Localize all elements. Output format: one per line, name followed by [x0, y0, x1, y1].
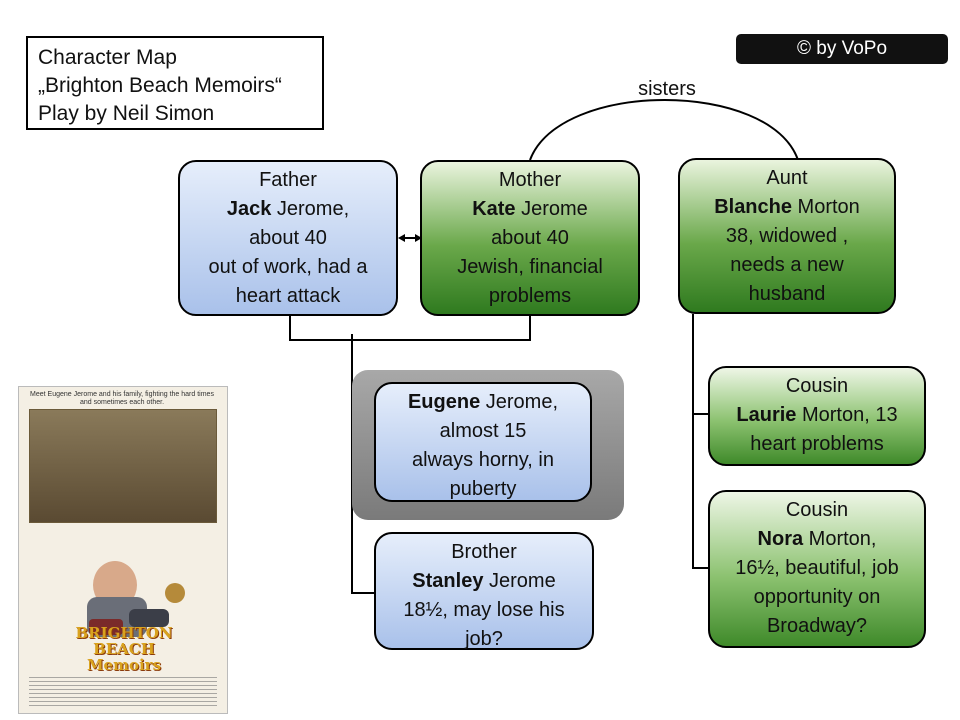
poster-tagline: Meet Eugene Jerome and his family, fight… [30, 391, 214, 406]
family-photo [29, 409, 217, 523]
role-label: Cousin [785, 375, 849, 397]
detail-line: Broadway? [766, 615, 868, 637]
sisters-arc [529, 99, 799, 161]
detail-line: always horny, in [412, 449, 554, 471]
detail-line: husband [748, 283, 826, 305]
role-label: Father [259, 169, 317, 191]
detail-line: puberty [449, 478, 517, 500]
title-line-2: „Brighton Beach Memoirs“ [38, 74, 282, 97]
title-box: Character Map „Brighton Beach Memoirs“ P… [26, 36, 324, 130]
title-line-1: Character Map [38, 46, 177, 69]
copyright-badge: © by VoPo [736, 34, 948, 64]
parents-link [289, 316, 531, 341]
spouse-arrow-right [415, 234, 422, 242]
character-name: Blanche [714, 196, 792, 218]
role-label: Aunt [766, 167, 808, 189]
detail-line: opportunity on [753, 586, 881, 608]
detail-line: needs a new [730, 254, 844, 276]
detail-line: about 40 [491, 227, 569, 249]
character-name: Nora [757, 528, 804, 550]
detail-line: about 40 [249, 227, 327, 249]
spouse-arrow-left [398, 234, 405, 242]
card-father-jack: Father Jack Jerome, about 40 out of work… [178, 160, 398, 316]
card-brother-stanley: Brother Stanley Jerome 18½, may lose his… [374, 532, 594, 650]
sisters-label: sisters [638, 78, 696, 100]
card-aunt-blanche: Aunt Blanche Morton 38, widowed , needs … [678, 158, 896, 314]
character-surname: Morton, 13 [796, 404, 898, 426]
title-line-3: Play by Neil Simon [38, 102, 215, 125]
character-surname: Morton, [803, 528, 877, 550]
role-label: Mother [498, 169, 562, 191]
detail-line: almost 15 [439, 420, 527, 442]
character-name: Stanley [412, 570, 484, 592]
detail-line: Jewish, financial [457, 256, 603, 278]
poster-logo-line-1: BRIGHTON BEACH [75, 624, 173, 658]
poster-credits-block [29, 677, 217, 707]
detail-line: 38, widowed , [725, 225, 849, 247]
card-cousin-nora: Cousin Nora Morton, 16½, beautiful, job … [708, 490, 926, 648]
poster-figure-illustration [87, 561, 185, 637]
detail-line: heart attack [235, 285, 341, 307]
role-label: Brother [451, 541, 517, 563]
character-name: Laurie [736, 404, 797, 426]
character-surname: Jerome, [480, 391, 559, 413]
detail-line: problems [488, 285, 572, 307]
character-surname: Jerome [515, 198, 588, 220]
character-name: Eugene [407, 391, 481, 413]
detail-line: 16½, beautiful, job [735, 557, 899, 579]
card-mother-kate: Mother Kate Jerome about 40 Jewish, fina… [420, 160, 640, 316]
poster-logo: BRIGHTON BEACH Memoirs [59, 625, 189, 673]
character-surname: Jerome, [271, 198, 350, 220]
card-eugene: Eugene Jerome, almost 15 always horny, i… [374, 382, 592, 502]
detail-line: out of work, had a [208, 256, 368, 278]
poster-logo-line-2: Memoirs [86, 656, 162, 674]
blanche-trunk [692, 314, 708, 569]
movie-poster-image: Meet Eugene Jerome and his family, fight… [18, 386, 228, 714]
detail-line: heart problems [750, 433, 884, 455]
character-name: Jack [226, 198, 272, 220]
detail-line: job? [465, 628, 503, 650]
character-surname: Morton [792, 196, 860, 218]
card-cousin-laurie: Cousin Laurie Morton, 13 heart problems [708, 366, 926, 466]
role-label: Cousin [785, 499, 849, 521]
character-name: Kate [472, 198, 516, 220]
character-surname: Jerome [483, 570, 556, 592]
detail-line: 18½, may lose his [403, 599, 565, 621]
